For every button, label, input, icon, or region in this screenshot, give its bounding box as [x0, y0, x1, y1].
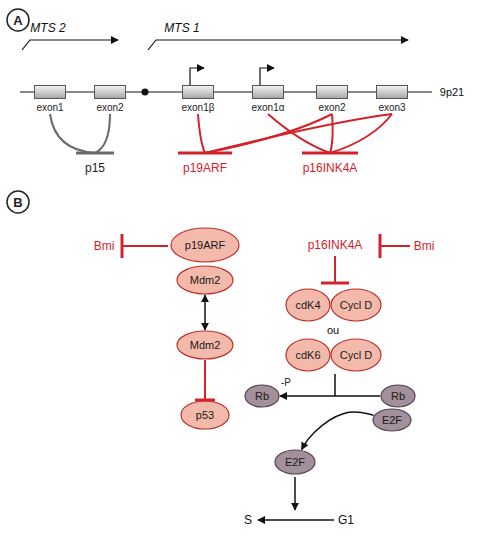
reaction-line [334, 374, 336, 396]
exon-label: exon3 [378, 102, 405, 113]
figure-label: p16INK4A [303, 161, 358, 175]
protein-blob: Mdm2 [176, 265, 234, 295]
protein-name: Cycl D [330, 288, 382, 322]
protein-name: p19ARF [170, 227, 240, 263]
protein-name: Cycl D [330, 338, 382, 372]
protein-blob: p53 [180, 400, 230, 430]
locus-dot [142, 89, 149, 96]
blob-shape [171, 228, 239, 262]
phospho-tag: -P [281, 377, 291, 388]
blob-shape [181, 401, 229, 429]
protein-name: p53 [180, 400, 230, 430]
exon-box: exon2 [316, 85, 348, 99]
protein-name: E2F [372, 408, 412, 432]
figure-label: p19ARF [183, 161, 227, 175]
figure-label: Bmi [94, 239, 115, 253]
inhibition-line [334, 256, 336, 282]
splice-curve [205, 114, 392, 153]
gene-arrow [148, 40, 408, 50]
blob-shape [331, 289, 381, 321]
panel-badge [7, 9, 29, 31]
blob-shape [331, 339, 381, 371]
protein-bar [76, 152, 114, 155]
figure-label: MTS 1 [164, 21, 199, 35]
splice-curve [198, 114, 205, 153]
splice-curve [330, 114, 333, 153]
blob-shape [286, 289, 330, 321]
figure-label: p16INK4A [308, 238, 363, 252]
splice-curve [50, 114, 95, 153]
protein-blob: p19ARF [170, 227, 240, 263]
splice-curve [268, 114, 330, 153]
blob-shape [245, 385, 279, 407]
arrow-connector [204, 295, 206, 330]
splice-curve [330, 114, 392, 153]
protein-name: cdK6 [285, 338, 331, 372]
exon-label: exon2 [318, 102, 345, 113]
arrow-connector [302, 412, 374, 450]
blob-shape [177, 331, 233, 359]
figure-label: G1 [338, 513, 354, 527]
figure-label: p15 [85, 161, 105, 175]
reaction-arrow [294, 477, 296, 510]
exon-box: exon1 [34, 85, 66, 99]
blob-shape [177, 266, 233, 294]
protein-blob: E2F [274, 449, 316, 475]
figure-label: ou [327, 324, 339, 336]
exon-box: exon2 [94, 85, 126, 99]
protein-blob: Rb-P [244, 384, 280, 408]
inhibition-line [122, 245, 168, 247]
blob-shape [381, 385, 415, 407]
splice-curve [205, 114, 332, 153]
protein-blob: Mdm2 [176, 330, 234, 360]
figure-label: S [244, 513, 252, 527]
inhibition-bar [321, 282, 349, 285]
protein-blob: Rb [380, 384, 416, 408]
exon-box: exon3 [376, 85, 408, 99]
protein-name: Rb [244, 384, 280, 408]
protein-blob: Cycl D [330, 338, 382, 372]
cell-cycle-arrow [258, 519, 334, 521]
inhibition-bar [379, 234, 382, 258]
inhibition-bar [121, 234, 124, 258]
blob-shape [275, 450, 315, 474]
panel-badge [7, 191, 29, 213]
protein-blob: Cycl D [330, 288, 382, 322]
exon-label: exon1β [182, 102, 215, 113]
protein-name: cdK4 [285, 288, 331, 322]
exon-box: exon1α [252, 85, 284, 99]
protein-name: E2F [274, 449, 316, 475]
arrow-connector [280, 395, 380, 397]
protein-name: Mdm2 [176, 330, 234, 360]
exon-label: exon1 [36, 102, 63, 113]
panel-letter: A [13, 13, 22, 28]
panel-letter: B [13, 195, 22, 210]
protein-blob: cdK4 [285, 288, 331, 322]
protein-name: Mdm2 [176, 265, 234, 295]
exon-label: exon1α [251, 102, 284, 113]
blob-shape [286, 339, 330, 371]
protein-name: Rb [380, 384, 416, 408]
protein-blob: E2F [372, 408, 412, 432]
protein-bar [302, 152, 358, 155]
promoter-arrow [190, 68, 204, 85]
inhibition-connector [204, 360, 206, 400]
exon-box: exon1β [182, 85, 214, 99]
inhibition-line [380, 245, 410, 247]
gene-arrow [22, 40, 118, 50]
blob-shape [373, 409, 411, 431]
figure-label: MTS 2 [30, 21, 65, 35]
protein-bar [178, 152, 232, 155]
splice-curve [95, 114, 110, 153]
protein-blob: cdK6 [285, 338, 331, 372]
chromosome-line [20, 92, 432, 93]
exon-label: exon2 [96, 102, 123, 113]
promoter-arrow [260, 68, 274, 85]
figure-label: 9p21 [440, 86, 464, 98]
figure-label: Bmi [414, 239, 435, 253]
